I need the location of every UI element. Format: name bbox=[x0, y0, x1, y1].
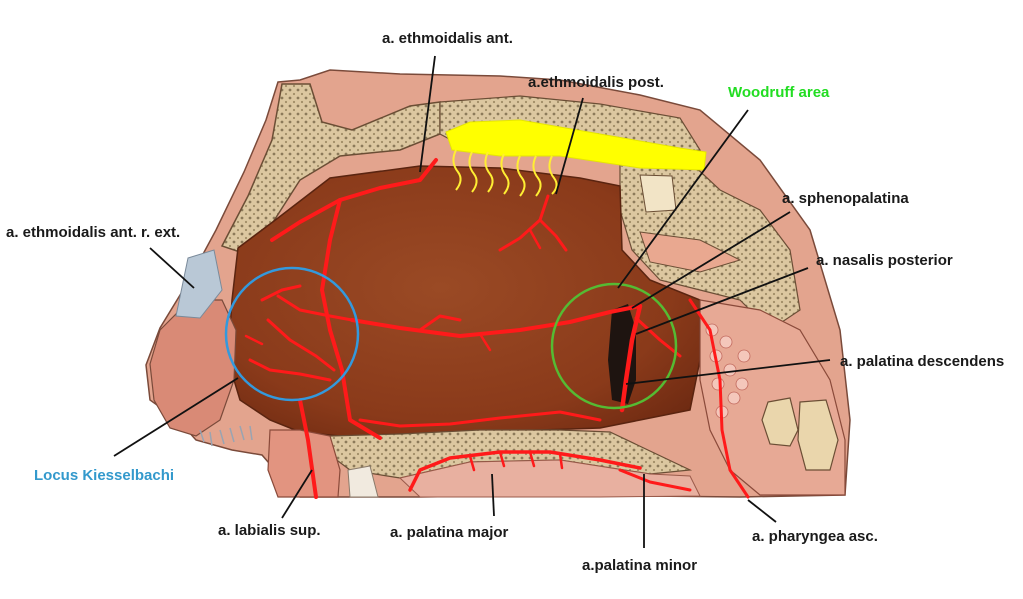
vertebra-upper bbox=[761, 397, 799, 447]
label-palatina-minor: a.palatina minor bbox=[582, 557, 698, 574]
artery-sphenopalatina bbox=[350, 304, 642, 338]
nasal-hair bbox=[199, 425, 253, 447]
artery-pharyngea-asc bbox=[688, 298, 750, 499]
alar-cartilage bbox=[175, 249, 223, 319]
woodruff-area-circle bbox=[550, 282, 678, 410]
leader-palatina-major bbox=[491, 473, 495, 517]
upper-lip-tissue bbox=[267, 429, 341, 498]
label-ethmoidalis-ant: a. ethmoidalis ant. bbox=[382, 30, 513, 47]
leader-ethmoidalis-ant bbox=[419, 55, 436, 173]
label-locus-kiesselbachi: Locus Kiesselbachi bbox=[34, 467, 175, 484]
label-palatina-major: a. palatina major bbox=[390, 524, 509, 541]
leader-nasalis-posterior bbox=[635, 267, 809, 335]
leader-labialis-sup bbox=[281, 469, 313, 519]
artery-nasalis-posterior bbox=[619, 303, 643, 413]
label-palatina-descendens: a. palatina descendens bbox=[840, 353, 1005, 370]
artery-palatina-minor bbox=[618, 468, 692, 492]
vertebra-lower bbox=[797, 399, 839, 471]
label-woodruff-area: Woodruff area bbox=[728, 84, 830, 101]
label-sphenopalatina: a. sphenopalatina bbox=[782, 190, 909, 207]
artery-labialis-sup bbox=[298, 398, 318, 499]
artery-network bbox=[244, 158, 750, 499]
leader-sphenopalatina bbox=[631, 211, 791, 309]
label-ethmoidalis-post: a.ethmoidalis post. bbox=[528, 74, 664, 91]
incisor-tooth bbox=[347, 465, 379, 498]
woodruff-highlight bbox=[445, 119, 707, 171]
artery-ethmoidalis-ant bbox=[270, 158, 438, 242]
leader-locus-kiesselbachi bbox=[113, 377, 239, 457]
leader-woodruff bbox=[617, 109, 749, 289]
olfactory-nerve-fibers bbox=[452, 149, 558, 197]
leader-palatina-descendens bbox=[625, 359, 831, 385]
label-labialis-sup: a. labialis sup. bbox=[218, 522, 321, 539]
leader-lines bbox=[113, 55, 831, 548]
sphenoid-sinus bbox=[639, 174, 677, 213]
label-pharyngea-asc: a. pharyngea asc. bbox=[752, 528, 878, 545]
leader-pharyngea-asc bbox=[747, 499, 777, 523]
leader-ethmoidalis-ant-r-ext bbox=[149, 247, 195, 289]
choana-opening bbox=[608, 304, 636, 404]
leader-ethmoidalis-post bbox=[555, 97, 584, 195]
nasal-bone bbox=[220, 83, 441, 253]
sphenoid-recess bbox=[639, 231, 742, 273]
label-ethmoidalis-ant-r-ext: a. ethmoidalis ant. r. ext. bbox=[6, 224, 181, 241]
label-nasalis-posterior: a. nasalis posterior bbox=[816, 252, 953, 269]
kiesselbach-area-circle bbox=[224, 266, 360, 402]
